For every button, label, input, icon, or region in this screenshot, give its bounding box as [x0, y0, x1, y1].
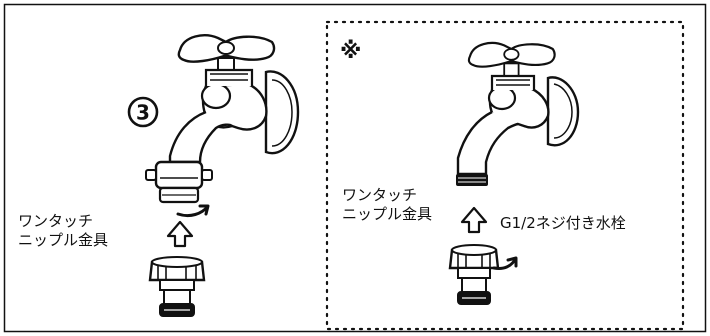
left-up-arrow-icon: [166, 220, 194, 248]
right-fitting-label-line2: ニップル金具: [342, 205, 432, 223]
left-faucet: [145, 34, 300, 218]
right-up-arrow-icon: [460, 206, 488, 234]
step-number-text: 3: [136, 101, 150, 125]
left-fitting-label-line1: ワンタッチ: [18, 212, 93, 230]
right-faucet: [456, 41, 580, 186]
faucet-thread-label: G1/2ネジ付き水栓: [500, 214, 626, 232]
alternative-marker: ※: [340, 39, 361, 64]
right-nipple-fitting: [448, 244, 518, 305]
left-nipple-fitting: [148, 256, 206, 317]
left-fitting-label-line2: ニップル金具: [18, 231, 108, 249]
outer-frame: [3, 3, 707, 333]
step-number-badge: 3: [127, 96, 159, 128]
right-fitting-label-line1: ワンタッチ: [342, 186, 417, 204]
alternative-panel-border: [325, 20, 685, 331]
